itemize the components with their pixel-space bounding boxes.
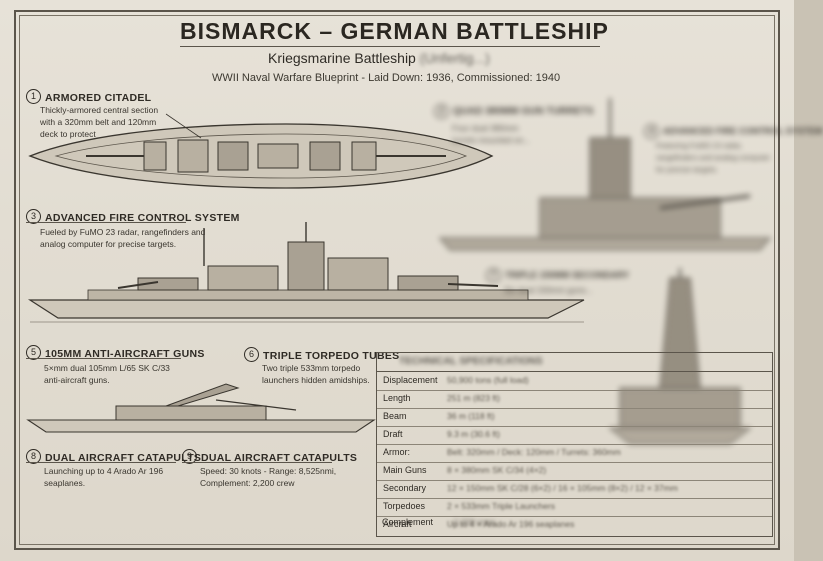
- blurred-right-panel: 2 QUAD 380MM GUN TURRETS Four dual 380mm …: [430, 18, 823, 548]
- title-rule: [180, 46, 600, 47]
- section-3-number: 3: [26, 209, 41, 225]
- section-4-title: ADVANCED FIRE CONTROL SYSTEM: [663, 125, 823, 136]
- spec-value: 9.3 m (30.6 ft): [447, 429, 500, 439]
- spec-label: Length: [383, 393, 411, 403]
- side-view-drawing: [27, 222, 585, 323]
- outer-border: [14, 10, 780, 550]
- section-9-body: Speed: 30 knots - Range: 8,525nmi, Compl…: [200, 466, 337, 488]
- spec-label: Secondary: [383, 483, 427, 493]
- section-6-number: 6: [244, 347, 259, 363]
- top-view-drawing: [28, 113, 494, 189]
- spec-value: 12 × 150mm SK C/28 (6×2) / 16 × 105mm (8…: [447, 483, 678, 493]
- section-9-number: 9: [182, 449, 197, 465]
- section-8-rule: [26, 462, 176, 463]
- spec-label: Complement: [382, 517, 434, 527]
- section-2-body: Four dual 380mm turrets mounted on...: [452, 123, 531, 145]
- spec-title-text: TECHNICAL SPECIFICATIONS: [399, 356, 543, 367]
- section-5-header: 5 105MM ANTI-AIRCRAFT GUNS: [26, 344, 205, 362]
- section-9-title: DUAL AIRCRAFT CATAPULTS: [201, 452, 358, 464]
- section-2-header: 2 QUAD 380MM GUN TURRETS: [434, 104, 594, 119]
- section-1-body: Thickly-armored central section with a 3…: [40, 105, 159, 139]
- section-7-number: 7: [486, 268, 501, 283]
- section-6-title: TRIPLE TORPEDO TUBES: [263, 350, 400, 362]
- section-1-number: 1: [26, 89, 41, 105]
- section-5-number: 5: [26, 345, 41, 361]
- spec-row: Beam 36 m (118 ft): [377, 408, 772, 427]
- spec-row: Armor: Belt: 320mm / Deck: 120mm / Turret…: [377, 444, 772, 463]
- spec-row-complement: Complement 2,200 crew: [382, 517, 495, 527]
- spec-value: Belt: 320mm / Deck: 120mm / Turrets: 360…: [447, 447, 621, 457]
- spec-table-title: TECHNICAL SPECIFICATIONS: [399, 356, 543, 367]
- section-8-body: Launching up to 4 Arado Ar 196 seaplanes…: [44, 466, 164, 488]
- spec-label: Torpedoes: [383, 501, 426, 511]
- section-4-header: 4 ADVANCED FIRE CONTROL SYSTEM: [644, 124, 823, 139]
- section-4-number: 4: [644, 124, 659, 139]
- section-3-body: Fueled by FuMO 23 radar, rangefinders an…: [40, 227, 206, 249]
- section-5-body: 5×mm dual 105mm L/65 SK C/33 anti-aircra…: [44, 363, 170, 385]
- spec-label: Draft: [383, 429, 403, 439]
- spec-row: Displacement 50,900 tons (full load): [377, 372, 772, 391]
- spec-row: Torpedoes 2 × 533mm Triple Launchers: [377, 498, 772, 517]
- spec-value: 50,900 tons (full load): [447, 375, 529, 385]
- spec-row: Length 251 m (823 ft): [377, 390, 772, 409]
- poster-subtitle: Kriegsmarine Battleship (Unfertig...): [268, 50, 490, 66]
- section-5-rule: [26, 358, 181, 359]
- spec-title-rule: [377, 371, 772, 372]
- section-6-body: Two triple 533mm torpedo launchers hidde…: [262, 363, 370, 385]
- spec-value: 8 × 380mm SK C/34 (4×2): [447, 465, 547, 475]
- spec-label: Beam: [383, 411, 407, 421]
- subtitle-text: Kriegsmarine Battleship: [268, 50, 416, 66]
- section-2-title: QUAD 380MM GUN TURRETS: [453, 106, 594, 118]
- spec-label: Main Guns: [383, 465, 427, 475]
- spec-value: 2,200 crew: [453, 517, 496, 527]
- subtitle-blurred: (Unfertig...): [419, 50, 490, 66]
- section-9-header: 9 DUAL AIRCRAFT CATAPULTS: [182, 448, 357, 466]
- section-7-header: 7 TRIPLE 150MM SECONDARY: [486, 268, 629, 283]
- spec-value: 2 × 533mm Triple Launchers: [447, 501, 555, 511]
- aircraft-catapult-drawing: [26, 383, 376, 433]
- spec-row: Main Guns 8 × 380mm SK C/34 (4×2): [377, 462, 772, 481]
- section-8-title: DUAL AIRCRAFT CATAPULTS: [45, 452, 202, 464]
- section-7-body: Six dual 150mm guns...: [504, 285, 593, 295]
- section-9-rule: [182, 462, 332, 463]
- section-3-rule: [26, 222, 186, 223]
- bow-view-drawing: [438, 98, 772, 251]
- poster-title: BISMARCK – GERMAN BATTLESHIP: [180, 18, 609, 44]
- section-3-header: 3 ADVANCED FIRE CONTROL SYSTEM: [26, 208, 240, 226]
- section-4-body: Featuring FuMO 23 radar, rangefinders an…: [656, 141, 771, 174]
- section-8-header: 8 DUAL AIRCRAFT CATAPULTS: [26, 448, 201, 466]
- spec-value: 36 m (118 ft): [447, 411, 495, 421]
- spec-value: 251 m (823 ft): [447, 393, 500, 403]
- spec-label: Displacement: [383, 375, 438, 385]
- section-1-title: ARMORED CITADEL: [45, 92, 152, 104]
- spec-row: Aircraft Up to 4 × Arado Ar 196 seaplanes: [377, 516, 772, 534]
- blueprint-caption: WWII Naval Warfare Blueprint - Laid Down…: [212, 72, 561, 84]
- section-5-title: 105MM ANTI-AIRCRAFT GUNS: [45, 348, 205, 360]
- section-3-title: ADVANCED FIRE CONTROL SYSTEM: [45, 212, 240, 224]
- section-2-number: 2: [434, 104, 449, 119]
- spec-value: Up to 4 × Arado Ar 196 seaplanes: [447, 519, 575, 529]
- spec-table: TECHNICAL SPECIFICATIONS Displacement 50,…: [376, 352, 773, 537]
- section-6-header: 6 TRIPLE TORPEDO TUBES: [244, 346, 400, 364]
- spec-row: Draft 9.3 m (30.6 ft): [377, 426, 772, 445]
- section-7-title: TRIPLE 150MM SECONDARY: [505, 269, 630, 280]
- spec-label: Aircraft: [383, 519, 412, 529]
- section-8-number: 8: [26, 449, 41, 465]
- spec-label: Armor:: [383, 447, 410, 457]
- section-1-header: 1 ARMORED CITADEL: [26, 88, 151, 106]
- inner-border: [19, 15, 775, 545]
- spec-row: Secondary 12 × 150mm SK C/28 (6×2) / 16 ×…: [377, 480, 772, 499]
